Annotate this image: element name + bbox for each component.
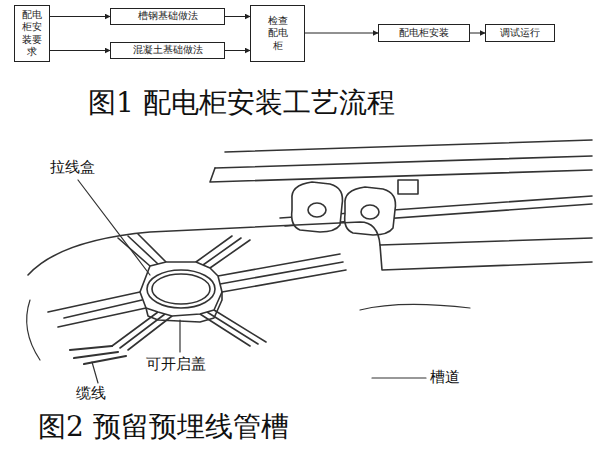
process-box: 检查配电柜 bbox=[250, 5, 305, 62]
trench bbox=[48, 292, 146, 327]
process-box: 槽钢基础做法 bbox=[110, 8, 225, 25]
flow-arrow bbox=[225, 16, 250, 17]
beam-edge bbox=[215, 156, 592, 168]
box-text: 配电柜安装要求 bbox=[21, 9, 43, 59]
slab-edge bbox=[360, 304, 470, 310]
box-text: 槽钢基础做法 bbox=[138, 10, 198, 23]
bracket bbox=[398, 180, 418, 194]
part-label: 拉线盒 bbox=[50, 158, 95, 177]
flow-arrow bbox=[50, 50, 110, 51]
part-label: 可开启盖 bbox=[146, 355, 206, 374]
slab-edge bbox=[28, 222, 592, 275]
flow-arrow bbox=[50, 16, 110, 17]
part-label: 槽道 bbox=[430, 368, 460, 387]
part-label: 缆线 bbox=[76, 384, 106, 403]
box-text: 配电柜安装 bbox=[399, 27, 449, 40]
leader-line bbox=[372, 377, 426, 378]
clamp-bolt bbox=[361, 205, 379, 219]
lid bbox=[152, 274, 210, 304]
beam-edge bbox=[225, 140, 592, 152]
clamp bbox=[345, 187, 396, 235]
lid bbox=[147, 270, 215, 308]
process-box: 配电柜安装要求 bbox=[14, 5, 50, 62]
flow-arrow bbox=[225, 50, 250, 51]
leader-line bbox=[78, 180, 150, 275]
leader-line bbox=[92, 362, 98, 383]
flow-arrow bbox=[305, 33, 378, 34]
clamp-bolt bbox=[308, 203, 326, 217]
figure-caption: 图2 预留预埋线管槽 bbox=[38, 408, 289, 446]
box-text: 混凝土基础做法 bbox=[133, 44, 203, 57]
leader-line bbox=[179, 320, 180, 352]
process-box: 配电柜安装 bbox=[378, 24, 470, 42]
slab-edge bbox=[27, 300, 40, 360]
cable bbox=[70, 346, 126, 364]
flow-arrow bbox=[470, 33, 485, 34]
trench bbox=[200, 310, 266, 346]
figure-caption: 图1 配电柜安装工艺流程 bbox=[88, 84, 395, 122]
trench bbox=[112, 312, 172, 350]
pull-box bbox=[140, 262, 222, 316]
box-text: 调试运行 bbox=[500, 27, 540, 40]
trench bbox=[196, 236, 250, 268]
process-box: 调试运行 bbox=[485, 24, 555, 42]
trench bbox=[218, 254, 346, 292]
process-box: 混凝土基础做法 bbox=[110, 42, 225, 59]
slab-edge bbox=[380, 245, 592, 270]
box-text: 检查配电柜 bbox=[264, 15, 291, 53]
trench bbox=[118, 234, 166, 266]
